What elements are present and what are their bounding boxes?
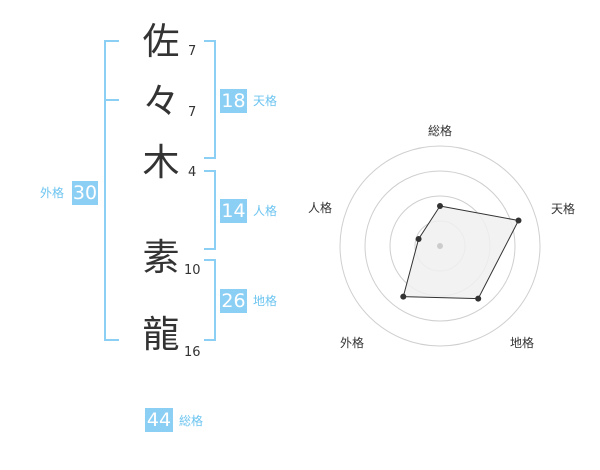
stroke-count-5: 16 bbox=[184, 345, 201, 360]
name-char-3: 木 bbox=[142, 141, 180, 184]
stroke-count-3: 4 bbox=[188, 165, 197, 180]
soukaku-value: 44 bbox=[145, 408, 173, 432]
gaikaku-value: 30 bbox=[72, 181, 98, 205]
stroke-count-1: 7 bbox=[188, 44, 197, 59]
stroke-count-2: 7 bbox=[188, 105, 197, 120]
radar-point-3 bbox=[475, 295, 482, 302]
radar-axis-label-jinkaku: 人格 bbox=[308, 201, 333, 215]
gaikaku-bracket bbox=[104, 40, 119, 341]
soukaku-label: 総格 bbox=[179, 414, 204, 428]
radar-point-5 bbox=[415, 236, 422, 242]
tenkaku-label: 天格 bbox=[253, 94, 278, 108]
jinkaku-value: 14 bbox=[220, 199, 247, 223]
chikaku-bracket bbox=[204, 259, 216, 341]
tenkaku-bracket bbox=[204, 40, 216, 159]
chikaku-value: 26 bbox=[220, 289, 247, 313]
radar-axis-label-tenkaku: 天格 bbox=[551, 202, 576, 216]
radar-ring-4 bbox=[339, 145, 541, 347]
gaikaku-bracket-tick bbox=[104, 99, 119, 101]
radar-axis-label-gaikaku: 外格 bbox=[340, 336, 365, 350]
name-char-2: 々 bbox=[142, 80, 180, 123]
name-char-5: 龍 bbox=[142, 313, 180, 356]
radar-center-dot bbox=[437, 243, 443, 249]
stroke-count-4: 10 bbox=[184, 263, 201, 278]
gaikaku-label: 外格 bbox=[40, 186, 65, 200]
radar-point-2 bbox=[515, 217, 522, 224]
radar-point-4 bbox=[400, 293, 407, 300]
radar-point-1 bbox=[437, 203, 443, 209]
chikaku-label: 地格 bbox=[253, 294, 278, 308]
name-char-1: 佐 bbox=[142, 20, 180, 63]
jinkaku-bracket bbox=[204, 170, 216, 250]
radar-series-polygon bbox=[402, 205, 520, 300]
radar-axis-label-chikaku: 地格 bbox=[510, 336, 535, 350]
radar-ring-3 bbox=[364, 170, 516, 322]
radar-axis-label-soukaku: 総格 bbox=[428, 124, 453, 138]
name-char-4: 素 bbox=[142, 236, 180, 279]
jinkaku-label: 人格 bbox=[253, 204, 278, 218]
tenkaku-value: 18 bbox=[220, 89, 247, 113]
